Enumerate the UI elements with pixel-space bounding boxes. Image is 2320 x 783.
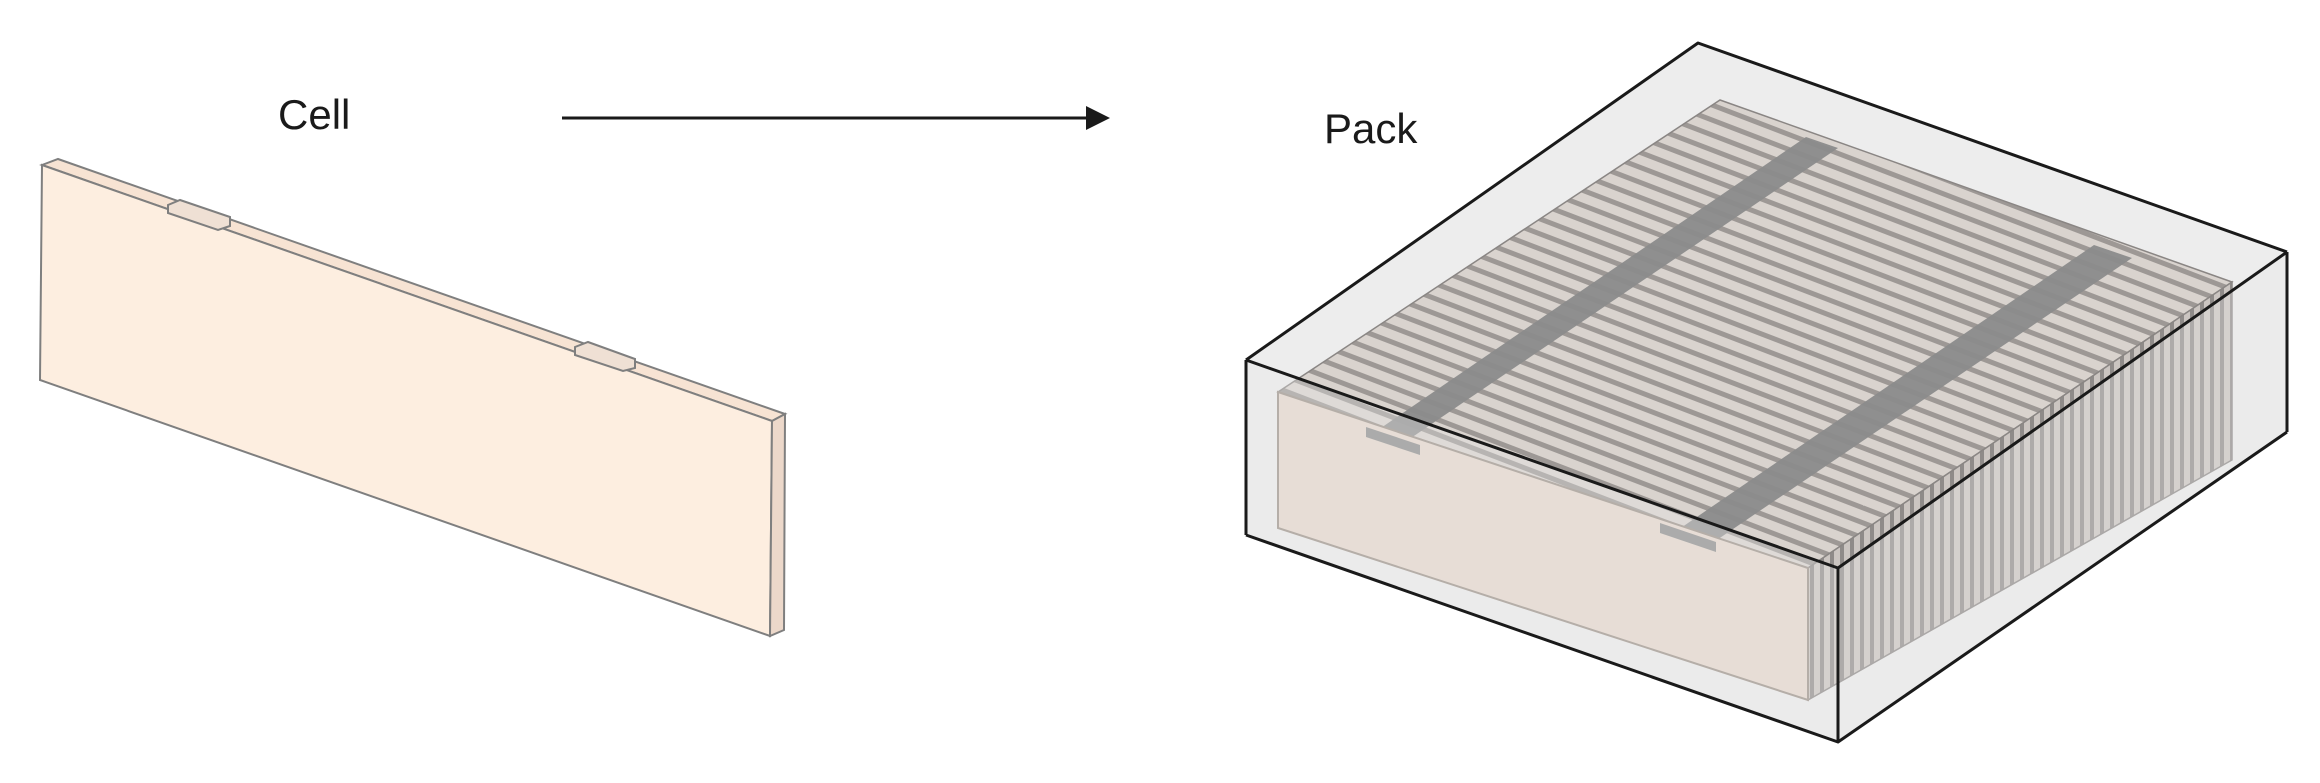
cell-terminal-tab: [167, 198, 231, 232]
pack-illustration: [1244, 41, 2289, 744]
cell-front-face: [38, 163, 774, 638]
pack-label: Pack: [1324, 105, 1418, 152]
pack-housing-front: [1246, 360, 1838, 742]
cell-terminal-tab: [574, 340, 636, 373]
pack-busbar-end: [1366, 427, 1420, 455]
right-arrow-icon: [562, 106, 1110, 130]
pack-busbar-end: [1660, 523, 1716, 552]
pack-stack-front: [1277, 390, 1809, 702]
pack-busbar: [1378, 137, 1838, 440]
pack-housing-outline: [1244, 41, 2289, 744]
cell-label: Cell: [278, 91, 351, 138]
pack-housing-side: [1838, 252, 2287, 742]
pack-busbar: [1672, 245, 2132, 546]
cell-illustration: [38, 157, 788, 638]
cell-side-face: [768, 412, 787, 638]
